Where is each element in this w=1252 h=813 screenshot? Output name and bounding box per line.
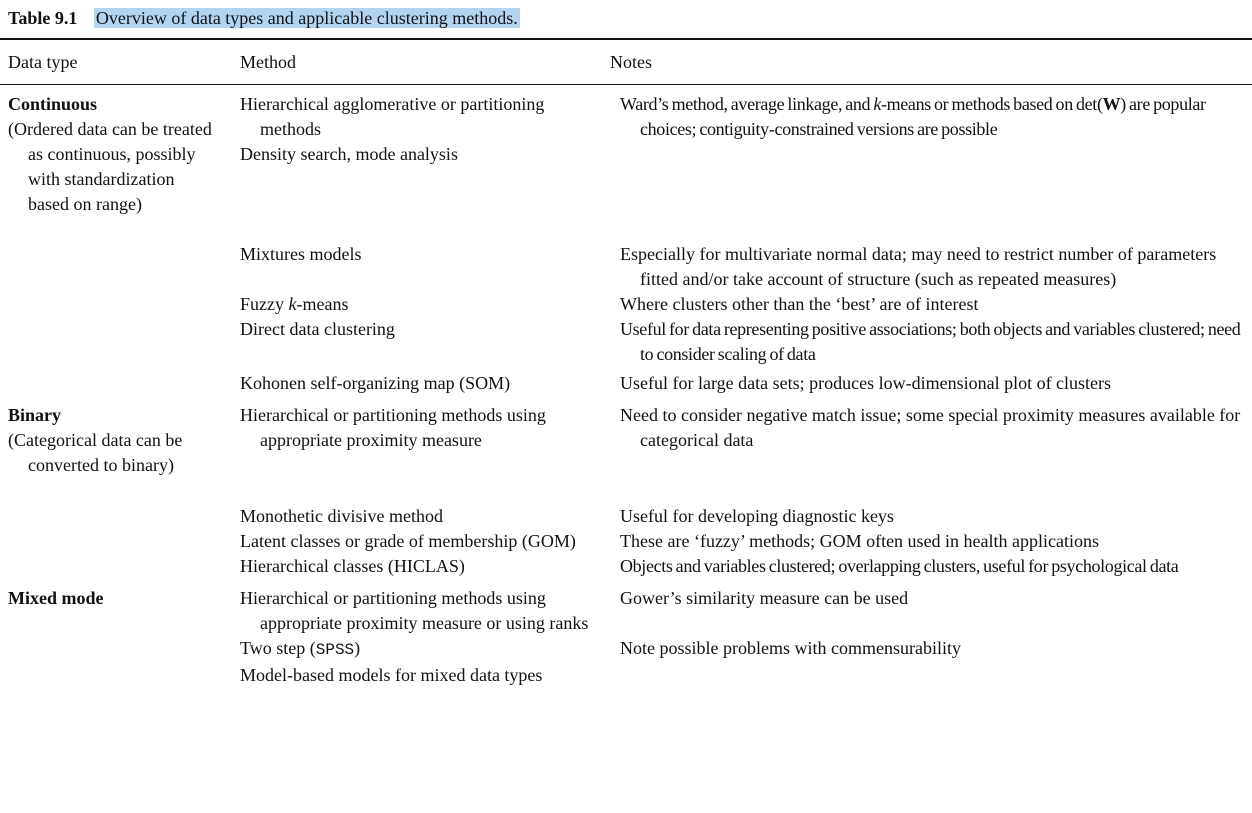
table-caption: Table 9.1 Overview of data types and app… bbox=[8, 6, 520, 30]
method-cell: Kohonen self-organizing map (SOM) bbox=[240, 373, 511, 393]
notes-cell: Useful for data representing positive as… bbox=[620, 319, 1241, 364]
method-cell: Latent classes or grade of membership (G… bbox=[240, 531, 576, 551]
method-cell: Fuzzy k-means bbox=[240, 294, 349, 314]
data-type-name: Continuous bbox=[8, 94, 98, 114]
header-data-type: Data type bbox=[8, 52, 78, 72]
table-row: Direct data clustering Useful for data r… bbox=[0, 317, 1252, 367]
method-cell: Density search, mode analysis bbox=[240, 144, 458, 164]
table-row: Mixed mode Hierarchical or partitioning … bbox=[0, 586, 1252, 636]
notes-cell: Objects and variables clustered; overlap… bbox=[620, 556, 1179, 576]
table-title[interactable]: Overview of data types and applicable cl… bbox=[93, 8, 520, 28]
data-type-name: Binary bbox=[8, 405, 62, 425]
table-body: Continuous (Ordered data can be treated … bbox=[0, 92, 1252, 688]
top-rule bbox=[0, 38, 1252, 40]
table-row: Hierarchical classes (HICLAS) Objects an… bbox=[0, 554, 1252, 579]
method-cell: Hierarchical or partitioning methods usi… bbox=[240, 588, 589, 633]
notes-cell: Especially for multivariate normal data;… bbox=[620, 244, 1217, 289]
data-type-cell: Continuous (Ordered data can be treated … bbox=[8, 92, 218, 217]
header-rule bbox=[0, 84, 1252, 85]
table-row: Two step (SPSS) Note possible problems w… bbox=[0, 636, 1252, 663]
table-row: Model-based models for mixed data types bbox=[0, 663, 1252, 688]
notes-cell: Note possible problems with commensurabi… bbox=[620, 638, 961, 658]
table-row: Kohonen self-organizing map (SOM) Useful… bbox=[0, 371, 1252, 396]
method-cell: Hierarchical or partitioning methods usi… bbox=[240, 405, 546, 450]
table-row: Latent classes or grade of membership (G… bbox=[0, 529, 1252, 554]
method-cell: Two step (SPSS) bbox=[240, 638, 361, 659]
header-notes: Notes bbox=[610, 52, 652, 72]
method-cell: Direct data clustering bbox=[240, 319, 395, 339]
method-cell: Model-based models for mixed data types bbox=[240, 665, 543, 685]
notes-cell: Ward’s method, average linkage, and k-me… bbox=[620, 94, 1206, 139]
data-type-name: Mixed mode bbox=[8, 588, 104, 608]
notes-cell bbox=[620, 663, 1252, 688]
notes-cell: Gower’s similarity measure can be used bbox=[620, 588, 909, 608]
notes-cell: Useful for large data sets; produces low… bbox=[620, 373, 1112, 393]
table-row: Fuzzy k-means Where clusters other than … bbox=[0, 292, 1252, 317]
table-row: Mixtures models Especially for multivari… bbox=[0, 242, 1252, 292]
table-row: Monothetic divisive method Useful for de… bbox=[0, 504, 1252, 529]
table-row: Continuous (Ordered data can be treated … bbox=[0, 92, 1252, 214]
notes-cell: Useful for developing diagnostic keys bbox=[620, 506, 894, 526]
table-row: Density search, mode analysis bbox=[0, 142, 1252, 242]
data-type-note: (Categorical data can be converted to bi… bbox=[8, 430, 183, 475]
method-cell: Hierarchical classes (HICLAS) bbox=[240, 556, 465, 576]
table-row: Binary (Categorical data can be converte… bbox=[0, 403, 1252, 504]
notes-cell: These are ‘fuzzy’ methods; GOM often use… bbox=[620, 531, 1100, 551]
method-cell: Mixtures models bbox=[240, 244, 362, 264]
data-type-cell: Binary (Categorical data can be converte… bbox=[8, 403, 218, 478]
method-cell: Hierarchical agglomerative or parti­tion… bbox=[240, 94, 545, 139]
header-method: Method bbox=[240, 52, 296, 72]
notes-cell: Where clusters other than the ‘best’ are… bbox=[620, 294, 979, 314]
notes-cell: Need to consider negative match issue; s… bbox=[620, 405, 1241, 450]
table-label: Table 9.1 bbox=[8, 8, 78, 28]
method-cell: Monothetic divisive method bbox=[240, 506, 443, 526]
notes-cell bbox=[620, 142, 1252, 242]
data-type-cell: Mixed mode bbox=[8, 586, 218, 611]
data-type-note: (Ordered data can be treated as continu­… bbox=[8, 119, 212, 214]
